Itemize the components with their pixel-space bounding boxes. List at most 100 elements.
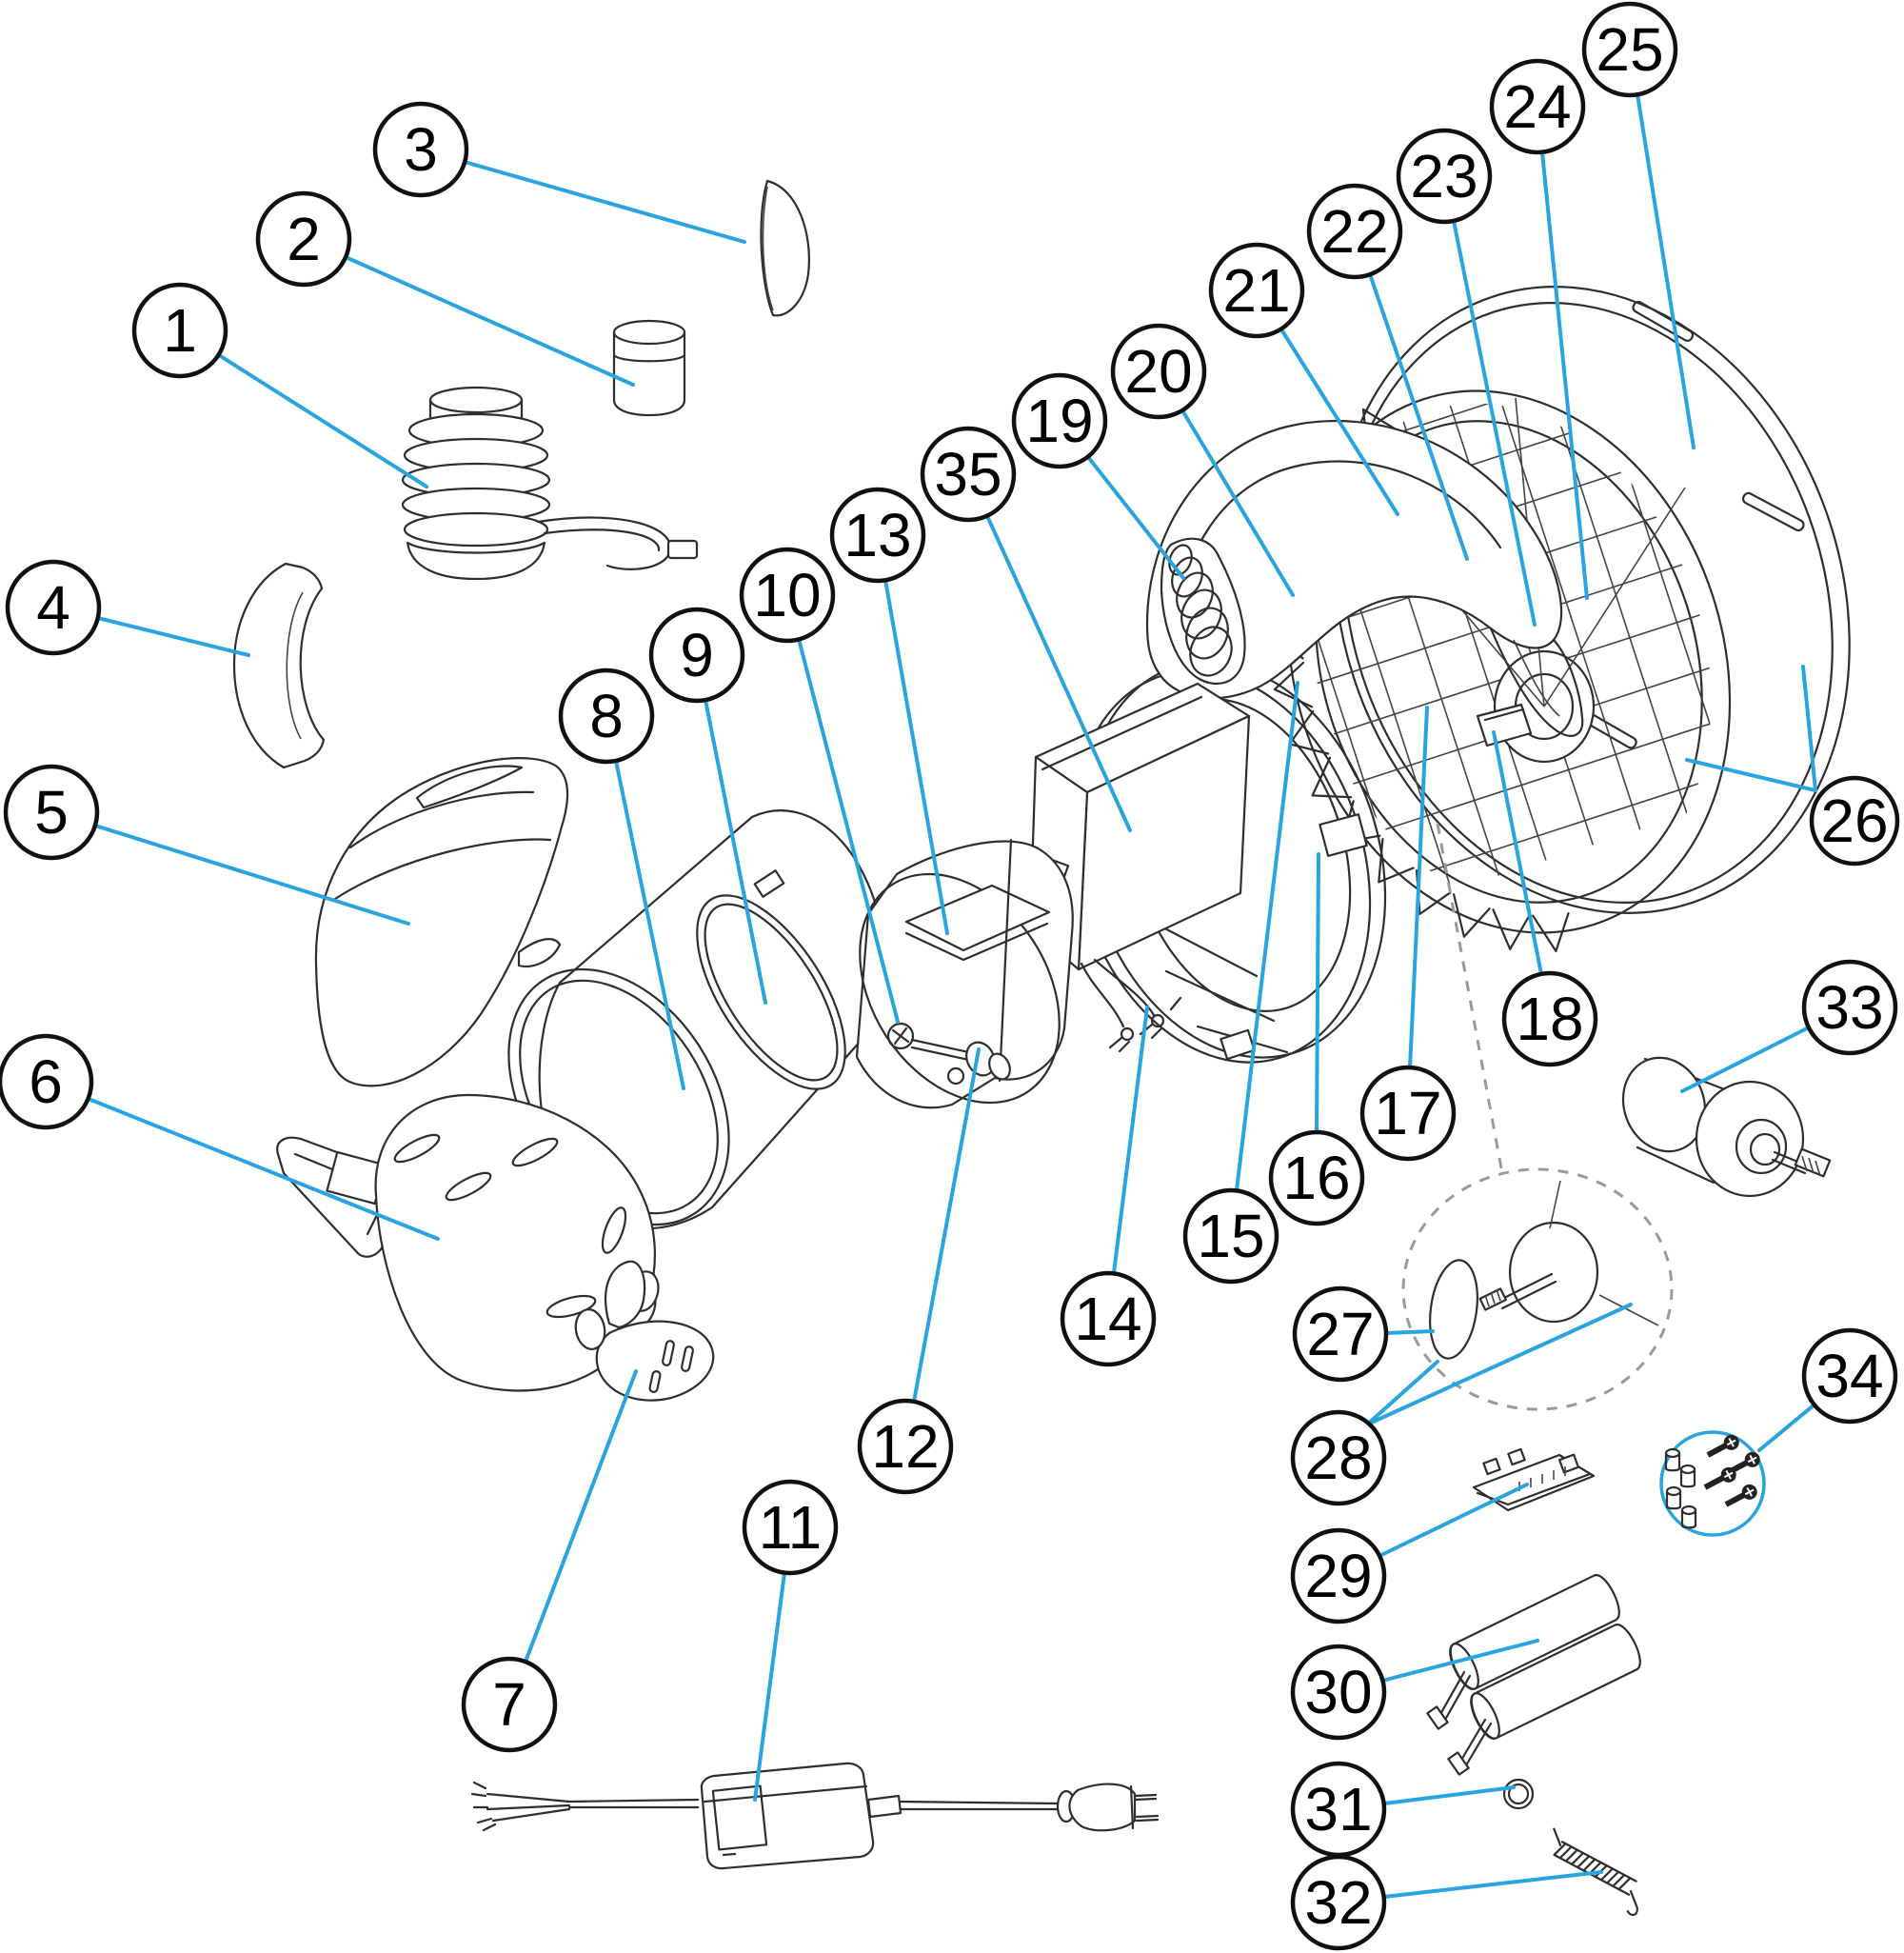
balloon-circle-17 — [1359, 1065, 1457, 1162]
balloon-number-18: 18 — [1516, 985, 1583, 1053]
balloon-circle-10 — [739, 547, 836, 644]
balloon-number-15: 15 — [1197, 1202, 1264, 1270]
balloon-35: 35 — [920, 426, 1017, 523]
balloon-number-9: 9 — [680, 621, 714, 689]
balloon-number-13: 13 — [843, 501, 911, 569]
part-7-propeller-drawing — [574, 1260, 715, 1402]
balloon-14: 14 — [1060, 1270, 1157, 1367]
balloon-number-32: 32 — [1304, 1868, 1372, 1937]
leader-line-35 — [985, 514, 1132, 832]
leader-line-32 — [1382, 1870, 1603, 1899]
balloon-3: 3 — [372, 101, 469, 198]
balloon-number-29: 29 — [1304, 1542, 1372, 1610]
part-18-latch-drawing — [1476, 703, 1533, 747]
balloon-number-31: 31 — [1304, 1775, 1372, 1843]
balloon-circle-32 — [1290, 1854, 1387, 1951]
balloon-23: 23 — [1396, 128, 1493, 225]
part-9-clamp-ring-drawing — [696, 869, 846, 1090]
balloon-5: 5 — [3, 764, 100, 861]
balloon-circle-14 — [1060, 1270, 1157, 1367]
balloon-number-22: 22 — [1320, 197, 1388, 266]
balloon-19: 19 — [1011, 372, 1108, 469]
balloon-circle-6 — [0, 1033, 94, 1130]
balloon-33: 33 — [1801, 959, 1898, 1056]
leader-line-34 — [1757, 1403, 1816, 1452]
kit-screw — [1724, 1484, 1757, 1507]
balloon-circle-25 — [1581, 1, 1678, 98]
balloon-number-5: 5 — [34, 778, 69, 847]
balloon-1: 1 — [131, 282, 228, 379]
balloon-number-28: 28 — [1304, 1424, 1372, 1492]
leader-line-30 — [1380, 1639, 1539, 1683]
leader-line-11 — [753, 1571, 786, 1802]
leader-line-21 — [1279, 328, 1399, 516]
balloon-circle-13 — [829, 487, 926, 584]
balloon-24: 24 — [1489, 58, 1586, 155]
leader-line-14 — [1112, 1006, 1149, 1275]
balloon-number-34: 34 — [1815, 1342, 1883, 1410]
leader-line-10 — [797, 637, 900, 1024]
part-4-bumper-drawing — [232, 562, 326, 769]
balloon-number-23: 23 — [1410, 142, 1478, 210]
kit-spacer — [1664, 1447, 1681, 1472]
leader-line-26-1 — [1801, 665, 1817, 792]
part-32-spring-drawing — [1553, 1827, 1638, 1917]
leader-line-16 — [1315, 852, 1320, 1134]
leader-line-8 — [614, 759, 685, 1090]
balloon-circle-22 — [1306, 183, 1403, 280]
leader-line-20 — [1180, 409, 1295, 597]
balloon-26: 26 — [1809, 775, 1900, 867]
leader-line-3 — [463, 160, 746, 244]
leader-line-19 — [1086, 455, 1185, 580]
balloon-28: 28 — [1290, 1409, 1387, 1506]
balloon-number-27: 27 — [1306, 1300, 1374, 1368]
balloon-number-35: 35 — [934, 440, 1002, 508]
balloon-circle-20 — [1110, 323, 1207, 420]
balloon-9: 9 — [648, 607, 745, 704]
part-14-battery-wires-drawing — [1080, 958, 1182, 1053]
leader-line-12 — [912, 1047, 981, 1404]
kit-spacer — [1665, 1485, 1682, 1510]
balloon-29: 29 — [1290, 1527, 1387, 1624]
part-3-dome-lens-drawing — [760, 179, 810, 317]
part-2-cup-drawing — [612, 319, 686, 417]
balloon-17: 17 — [1359, 1065, 1457, 1162]
balloon-number-3: 3 — [404, 115, 438, 184]
balloon-16: 16 — [1268, 1129, 1365, 1226]
balloon-number-21: 21 — [1222, 256, 1290, 325]
leader-line-9 — [704, 698, 767, 1005]
balloon-circle-9 — [648, 607, 745, 704]
balloon-10: 10 — [739, 547, 836, 644]
leader-line-22 — [1368, 272, 1469, 561]
balloon-15: 15 — [1182, 1187, 1279, 1285]
balloon-6: 6 — [0, 1033, 94, 1130]
balloon-circle-8 — [558, 668, 655, 765]
balloon-30: 30 — [1290, 1644, 1387, 1741]
balloon-32: 32 — [1290, 1854, 1387, 1951]
balloon-number-11: 11 — [759, 1493, 822, 1562]
balloon-circle-34 — [1801, 1327, 1898, 1425]
balloon-circle-4 — [5, 559, 102, 656]
balloon-number-30: 30 — [1304, 1658, 1372, 1726]
leader-line-1 — [217, 353, 428, 488]
balloon-circle-33 — [1801, 959, 1898, 1056]
part-17-20-handle-drawing — [1145, 419, 1584, 737]
balloon-21: 21 — [1208, 242, 1305, 339]
balloon-8: 8 — [558, 668, 655, 765]
balloon-number-7: 7 — [492, 1670, 526, 1739]
balloon-number-12: 12 — [871, 1412, 939, 1481]
balloon-number-24: 24 — [1503, 72, 1571, 141]
leader-line-18 — [1492, 730, 1543, 976]
leader-lines-layer — [87, 92, 1817, 1899]
part-11-power-supply-drawing — [470, 1762, 1160, 1870]
balloon-circle-19 — [1011, 372, 1108, 469]
balloon-circle-24 — [1489, 58, 1586, 155]
detail-circle-27-28-drawing — [1401, 1167, 1674, 1411]
part-1-float-bellows-drawing — [401, 386, 699, 581]
balloon-circle-27 — [1292, 1285, 1389, 1383]
balloon-circle-5 — [3, 764, 100, 861]
leader-line-17 — [1408, 706, 1429, 1069]
balloon-number-2: 2 — [287, 205, 321, 273]
